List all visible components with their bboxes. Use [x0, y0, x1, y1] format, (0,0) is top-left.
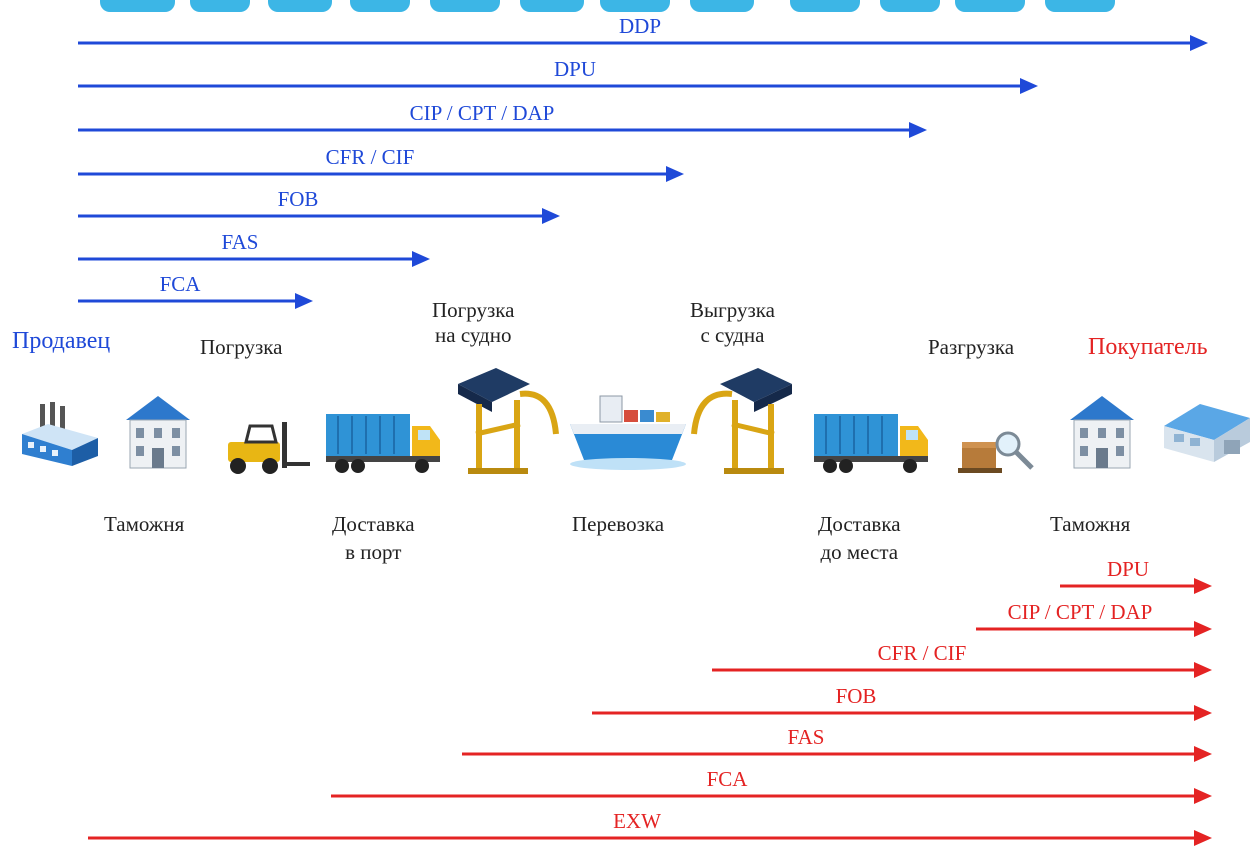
- stage-label-customs-import: Таможня: [1050, 510, 1130, 538]
- seller-term-label: CFR / CIF: [325, 145, 415, 169]
- stage-label-loading: Погрузка: [200, 335, 283, 360]
- port-crane-icon: [458, 368, 559, 474]
- seller-term-arrow-arrowhead: [1190, 35, 1208, 51]
- port-crane-icon: [691, 368, 792, 474]
- stage-label-unloading: Разгрузка: [928, 335, 1014, 360]
- stage-line: Погрузка: [200, 335, 283, 359]
- customs-building-icon: [126, 396, 190, 469]
- stage-line: Таможня: [1050, 512, 1131, 536]
- customs-building-icon: [1070, 396, 1134, 469]
- stage-line: в порт: [345, 540, 402, 564]
- cropped-title-banner: [0, 0, 1258, 16]
- container-ship-icon: [570, 395, 686, 470]
- buyer-term-label: FAS: [787, 725, 825, 749]
- seller-term-arrow-arrowhead: [542, 208, 560, 224]
- buyer-term-label: CFR / CIF: [877, 641, 967, 665]
- stage-label-destination-delivery: Доставка до места: [818, 510, 901, 566]
- stage-line: на судно: [435, 323, 512, 347]
- stage-label-customs-export: Таможня: [104, 510, 184, 538]
- seller-label: Продавец: [12, 328, 111, 354]
- stage-line: Доставка: [332, 512, 415, 536]
- forklift-icon: [228, 422, 310, 474]
- factory-icon: [22, 402, 98, 466]
- stage-line: с судна: [700, 323, 765, 347]
- stage-line: Погрузка: [432, 298, 515, 322]
- stage-line: Разгрузка: [928, 335, 1015, 359]
- buyer-term-label: EXW: [613, 809, 661, 833]
- buyer-term-arrow-arrowhead: [1194, 705, 1212, 721]
- buyer-term-label: CIP / CPT / DAP: [1007, 600, 1153, 624]
- stage-line: Перевозка: [572, 512, 665, 536]
- buyer-term-arrow-arrowhead: [1194, 746, 1212, 762]
- container-truck-icon: [326, 414, 440, 473]
- seller-term-label: FAS: [221, 230, 259, 254]
- buyer-term-label: FCA: [706, 767, 748, 791]
- seller-term-label: FCA: [159, 272, 201, 296]
- stage-label-port-delivery: Доставка в порт: [332, 510, 415, 566]
- stage-label-ship-loading: Погрузка на судно: [432, 298, 515, 348]
- seller-term-label: CIP / CPT / DAP: [409, 101, 555, 125]
- warehouse-icon: [1164, 404, 1250, 462]
- buyer-term-arrow-arrowhead: [1194, 578, 1212, 594]
- container-truck-icon: [814, 414, 928, 473]
- stage-line: Таможня: [104, 512, 185, 536]
- buyer-term-label: FOB: [835, 684, 877, 708]
- seller-term-arrow-arrowhead: [412, 251, 430, 267]
- buyer-term-arrow-arrowhead: [1194, 830, 1212, 846]
- seller-term-arrow-arrowhead: [1020, 78, 1038, 94]
- seller-term-arrow-arrowhead: [909, 122, 927, 138]
- buyer-label: Покупатель: [1088, 334, 1208, 360]
- seller-term-arrow-arrowhead: [666, 166, 684, 182]
- cargo-inspection-icon: [958, 431, 1034, 473]
- stage-label-transport: Перевозка: [572, 510, 664, 538]
- stage-label-ship-unloading: Выгрузка с судна: [690, 298, 775, 348]
- stage-line: до места: [820, 540, 899, 564]
- stage-line: Выгрузка: [690, 298, 775, 322]
- buyer-term-label: DPU: [1106, 557, 1150, 581]
- seller-term-label: FOB: [277, 187, 319, 211]
- seller-term-arrow-arrowhead: [295, 293, 313, 309]
- stage-line: Доставка: [818, 512, 901, 536]
- buyer-term-arrow-arrowhead: [1194, 621, 1212, 637]
- seller-term-label: DPU: [553, 57, 597, 81]
- seller-term-label: DDP: [618, 14, 662, 38]
- buyer-term-arrow-arrowhead: [1194, 662, 1212, 678]
- buyer-term-arrow-arrowhead: [1194, 788, 1212, 804]
